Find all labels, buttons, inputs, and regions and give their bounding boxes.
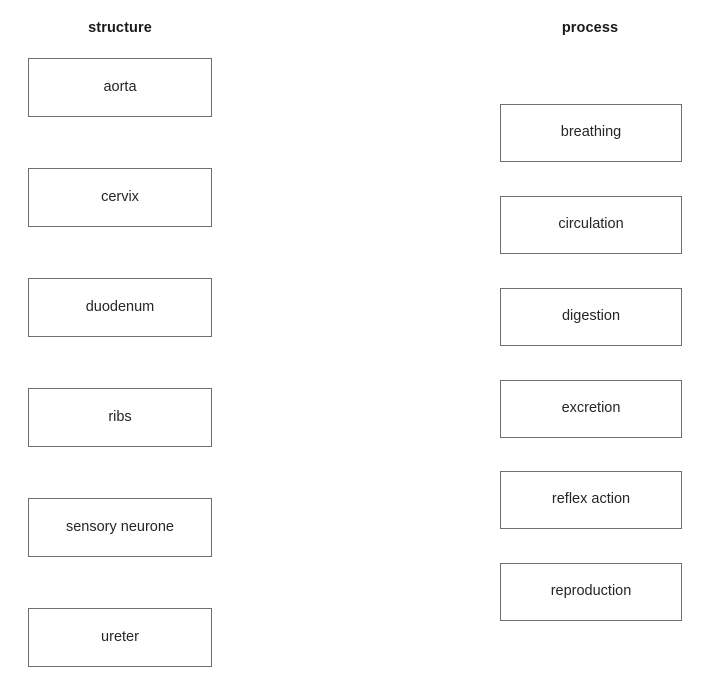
structure-option-sensory-neurone[interactable]: sensory neurone xyxy=(28,498,212,557)
process-option-excretion[interactable]: excretion xyxy=(500,380,682,438)
process-option-circulation[interactable]: circulation xyxy=(500,196,682,254)
option-label: digestion xyxy=(561,308,621,325)
option-label: breathing xyxy=(560,124,622,141)
option-label: ureter xyxy=(101,628,139,645)
process-option-digestion[interactable]: digestion xyxy=(500,288,682,346)
structure-option-cervix[interactable]: cervix xyxy=(28,168,212,227)
option-label: ribs xyxy=(108,408,132,425)
column-heading-structure: structure xyxy=(88,20,152,36)
structure-option-ribs[interactable]: ribs xyxy=(28,388,212,447)
structure-option-ureter[interactable]: ureter xyxy=(28,608,212,667)
column-heading-process: process xyxy=(561,20,619,36)
option-label: sensory neurone xyxy=(65,518,174,535)
process-option-breathing[interactable]: breathing xyxy=(500,104,682,162)
option-label: circulation xyxy=(558,216,624,233)
option-label: duodenum xyxy=(85,298,155,315)
option-label: aorta xyxy=(103,78,137,95)
option-label: cervix xyxy=(101,188,139,205)
process-option-reproduction[interactable]: reproduction xyxy=(500,563,682,621)
option-label: reproduction xyxy=(550,583,632,600)
option-label: excretion xyxy=(561,400,621,417)
process-option-reflex-action[interactable]: reflex action xyxy=(500,471,682,529)
structure-option-aorta[interactable]: aorta xyxy=(28,58,212,117)
structure-option-duodenum[interactable]: duodenum xyxy=(28,278,212,337)
option-label: reflex action xyxy=(551,491,631,508)
